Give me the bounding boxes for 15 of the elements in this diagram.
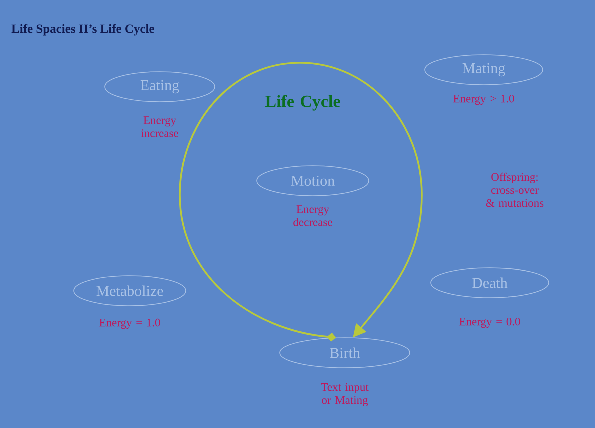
- offspring-note: Offspring: cross-over & mutations: [486, 172, 544, 208]
- energy-note: Energy decrease: [294, 206, 332, 226]
- energy-note: Energy = 0.0: [460, 318, 520, 328]
- energy-note: Energy = 1.0: [100, 318, 160, 330]
- energy-note: Energy > 1.0: [454, 94, 514, 106]
- slide-title: Life Spacies II’s Life Cycle: [12, 24, 154, 36]
- energy-note: Text input or Mating: [321, 383, 369, 407]
- oval-node: Birth: [280, 338, 410, 368]
- oval-node: Eating: [104, 72, 216, 102]
- oval-node: Metabolize: [74, 276, 186, 306]
- oval-node: Mating: [424, 54, 544, 86]
- energy-note: Energy increase: [141, 116, 178, 138]
- oval-node: Motion: [256, 166, 370, 196]
- oval-node: Death: [430, 268, 550, 298]
- cycle-title: Life Cycle: [266, 95, 340, 111]
